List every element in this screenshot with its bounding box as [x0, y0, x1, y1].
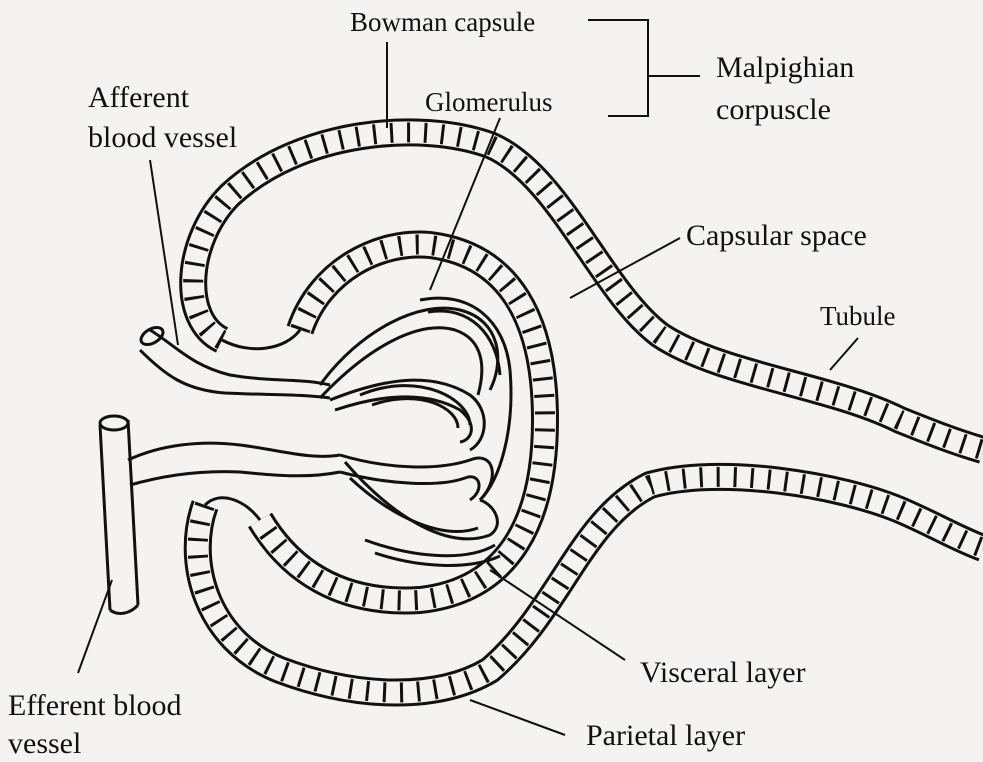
tubule-label: Tubule [820, 300, 896, 332]
afferent-label-line2: blood vessel [88, 120, 237, 156]
malpighian-label-line2: corpuscle [716, 92, 831, 128]
capsular-space-label: Capsular space [686, 218, 867, 254]
afferent-label-line1: Afferent [88, 80, 189, 116]
malpighian-label-line1: Malpighian [716, 50, 854, 86]
bowman-capsule-label: Bowman capsule [350, 6, 535, 38]
glomerulus-label: Glomerulus [425, 86, 553, 118]
efferent-label-line2: vessel [8, 726, 81, 762]
visceral-layer-label: Visceral layer [640, 655, 806, 691]
parietal-layer-label: Parietal layer [586, 718, 745, 754]
efferent-label-line1: Efferent blood [8, 688, 182, 724]
glomerulus-loops [320, 298, 511, 565]
afferent-vessel [138, 324, 330, 398]
